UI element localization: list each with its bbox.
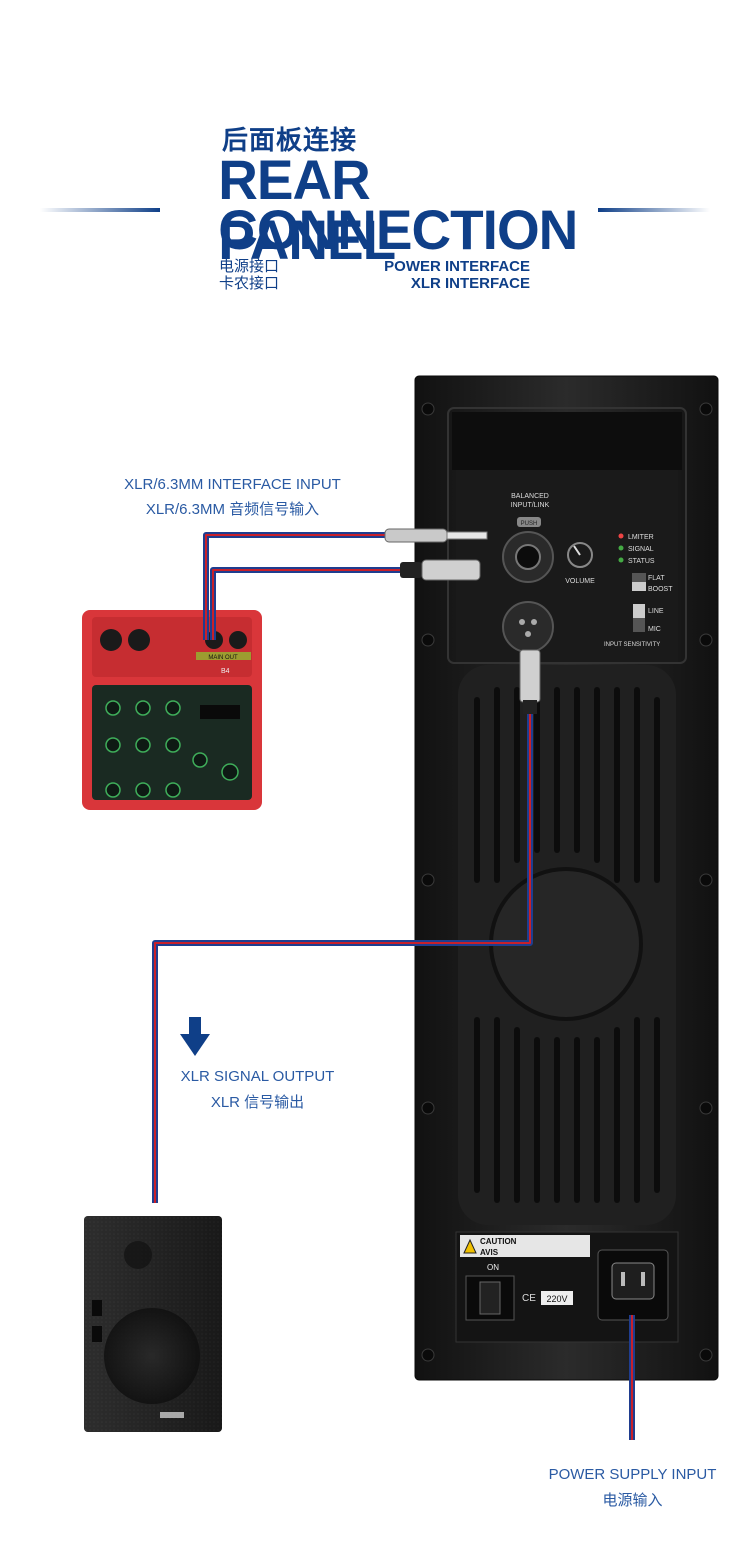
pa-speaker [84,1216,222,1432]
voltage-label: 220V [546,1294,567,1304]
rear-panel [414,375,719,1381]
mixer-model: B4 [221,668,230,675]
output-label-en: XLR SIGNAL OUTPUT [180,1068,335,1085]
limiter-label: LMITER [628,534,654,541]
signal-cables [152,532,635,1440]
power-interface-cn: 电源接口 [219,258,280,275]
balanced-label: BALANCED [511,493,549,500]
header-rule-left [40,208,160,212]
output-label-cn: XLR 信号输出 [210,1094,305,1111]
line-label: LINE [648,608,664,615]
title-cn: 后面板连接 [222,125,358,155]
power-module: CAUTION AVIS ON CE 220V [460,1235,669,1321]
push-label: PUSH [521,521,538,527]
mic-label: MIC [648,626,661,633]
on-label: ON [487,1263,499,1272]
xlr-output-jack[interactable] [502,601,554,653]
power-interface-en: POWER INTERFACE [384,258,530,275]
jack-plug [384,528,488,543]
input-link-label: INPUT/LINK [511,502,550,509]
xlr-output-plug [519,649,541,714]
input-label-cn: XLR/6.3MM 音频信号输入 [145,501,320,518]
main-out-label: MAIN OUT [208,655,238,661]
title-en-line1: REAR PANEL [218,148,396,271]
xlr-male-plug [400,559,481,581]
flat-label: FLAT [648,575,665,582]
ce-mark: CE [522,1293,536,1304]
signal-label: SIGNAL [628,546,654,553]
xlr-interface-en: XLR INTERFACE [410,275,530,292]
control-plate: BALANCED INPUT/LINK PUSH VOLUME LMITER S… [502,493,673,653]
volume-label: VOLUME [565,578,595,585]
power-label-en: POWER SUPPLY INPUT [548,1466,717,1483]
header-rule-right [598,208,710,212]
input-sensitivity-label: INPUT SENSITIVITY [604,642,660,648]
input-label-en: XLR/6.3MM INTERFACE INPUT [124,476,341,493]
mixer: MAIN OUT B4 [82,610,262,810]
arrow-down-icon [180,1017,210,1056]
xlr-interface-cn: 卡农接口 [219,275,280,292]
power-label-cn: 电源输入 [602,1492,663,1509]
boost-label: BOOST [648,586,673,593]
status-label: STATUS [628,558,655,565]
caution-label: CAUTION [480,1237,517,1246]
avis-label: AVIS [480,1248,499,1257]
title-en-line2: CONNECTION [218,198,578,261]
